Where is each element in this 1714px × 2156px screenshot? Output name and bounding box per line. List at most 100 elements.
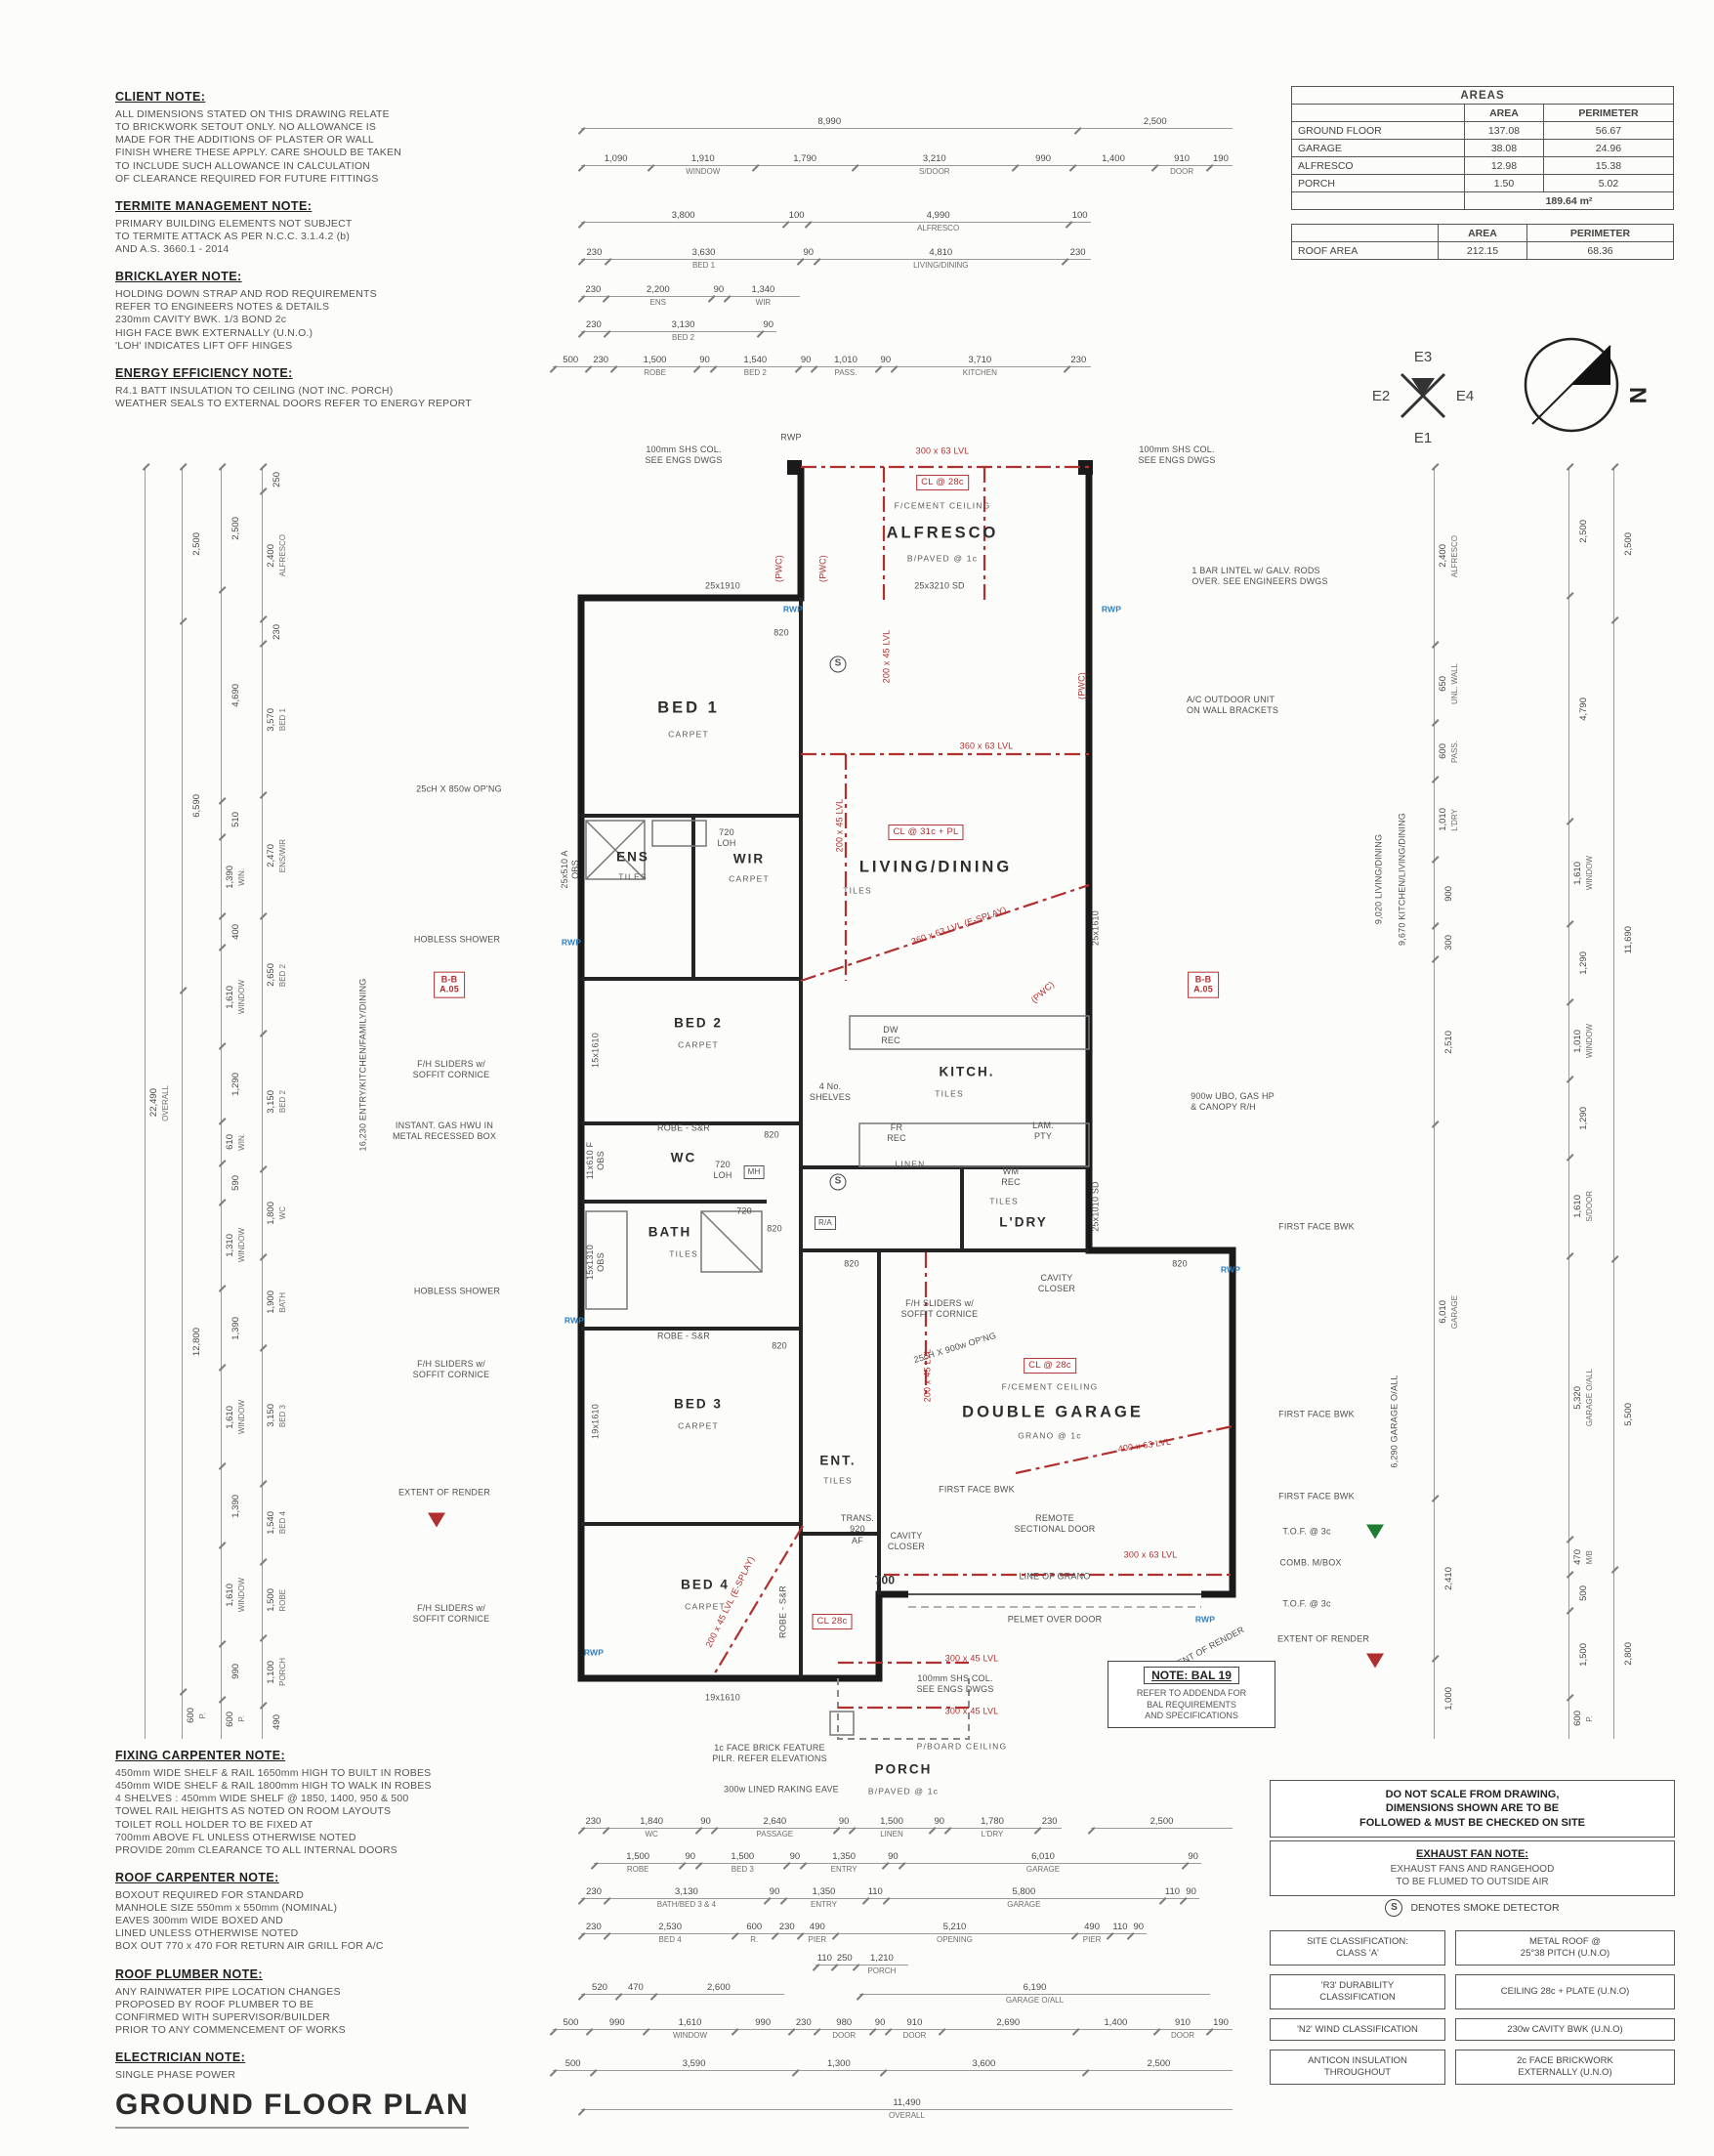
classification-row: 'N2' WIND CLASSIFICATION 230w CAVITY BWK… xyxy=(1270,2017,1675,2042)
plan-annotation: 25cH X 850w OP'NG xyxy=(416,783,502,794)
dim-segment: 250 xyxy=(834,1946,856,1965)
plan-annotation: DW REC xyxy=(881,1024,900,1045)
plan-annotation: S xyxy=(829,1173,847,1191)
note-heading: ELECTRICIAN NOTE: xyxy=(115,2050,246,2064)
do-not-scale-box: DO NOT SCALE FROM DRAWING, DIMENSIONS SH… xyxy=(1270,1780,1675,1838)
note-body: 450mm WIDE SHELF & RAIL 1650mm HIGH TO B… xyxy=(115,1767,432,1856)
dim-segment: 100 xyxy=(785,203,808,222)
areas-total: 189.64 m² xyxy=(1464,191,1674,210)
plan-annotation: BED 2 xyxy=(674,1015,723,1031)
plan-annotation: B-B A.05 xyxy=(1188,971,1219,998)
plan-annotation: 25x1910 xyxy=(705,580,740,591)
exhaust-fan-note-box: EXHAUST FAN NOTE: EXHAUST FANS AND RANGE… xyxy=(1270,1840,1675,1896)
plan-annotation: F/H SLIDERS w/ SOFFIT CORNICE xyxy=(412,1358,490,1379)
plan-annotation: TILES xyxy=(618,871,648,882)
bottom-dim-row-1b: 2,500 xyxy=(1091,1809,1233,1829)
dim-segment: 110 xyxy=(815,1946,834,1965)
dim-segment: 90 xyxy=(698,1809,714,1828)
dim-segment: 520 xyxy=(581,1975,618,1994)
plan-annotation: RWP xyxy=(561,937,582,948)
smoke-detector-text: DENOTES SMOKE DETECTOR xyxy=(1410,1902,1560,1914)
note-heading: CLIENT NOTE: xyxy=(115,90,206,104)
plan-annotation: 4 No. SHELVES xyxy=(809,1080,852,1102)
plan-annotation: EXTENT OF RENDER xyxy=(397,1487,491,1498)
plan-annotation: 9,020 LIVING/DINING xyxy=(1373,833,1384,925)
plan-annotation: 820 xyxy=(1172,1258,1188,1269)
plan-annotation: (PWC) xyxy=(1028,979,1057,1005)
note-block: ROOF PLUMBER NOTE: ANY RAINWATER PIPE LO… xyxy=(115,1967,479,2038)
plan-annotation: ENT. xyxy=(819,1453,857,1468)
plan-annotation: RWP xyxy=(583,1647,605,1658)
plan-annotation: 25x3210 SD xyxy=(914,580,965,591)
dim-segment: 90 xyxy=(800,240,816,259)
plan-annotation: F/H SLIDERS w/ SOFFIT CORNICE xyxy=(412,1602,490,1624)
dim-segment: 2,500 xyxy=(1085,2051,1233,2070)
plan-annotation: ALFRESCO xyxy=(886,524,999,542)
plan-annotation: COMB. M/BOX xyxy=(1279,1557,1342,1568)
dim-segment: 230 xyxy=(588,348,612,366)
plan-annotation: 100mm SHS COL. SEE ENGS DWGS xyxy=(645,444,723,465)
dim-segment: 2,500 xyxy=(1077,109,1233,128)
dim-segment: 500 xyxy=(553,348,588,366)
classification-cell: SITE CLASSIFICATION: CLASS 'A' xyxy=(1270,1930,1445,1966)
plan-annotation: 9,670 KITCHEN/LIVING/DINING xyxy=(1397,813,1407,946)
dim-segment: 230 xyxy=(1066,348,1091,366)
dim-segment: 90 xyxy=(932,1809,947,1828)
dim-segment: 3,800 xyxy=(581,203,785,222)
plan-annotation: 1c FACE BRICK FEATURE PILR. REFER ELEVAT… xyxy=(712,1742,827,1763)
plan-annotation: KITCH. xyxy=(939,1064,995,1079)
dim-segment: 3,590 xyxy=(593,2051,795,2070)
note-heading: FIXING CARPENTER NOTE: xyxy=(115,1749,286,1762)
plan-annotation: CARPET xyxy=(729,873,770,884)
dim-segment: 90 xyxy=(798,348,814,366)
dim-segment: 230 xyxy=(1037,1809,1062,1828)
plan-annotation: F/CEMENT CEILING xyxy=(1001,1381,1099,1392)
svg-text:E4: E4 xyxy=(1456,388,1474,404)
dim-segment: 90 xyxy=(696,348,712,366)
plan-annotation: 6,290 GARAGE O/ALL xyxy=(1389,1374,1400,1468)
classification-cell: METAL ROOF @ 25°38 PITCH (U.N.O) xyxy=(1455,1930,1675,1966)
plan-annotation: L'DRY xyxy=(999,1214,1048,1230)
notes-column-top: CLIENT NOTE: ALL DIMENSIONS STATED ON TH… xyxy=(115,90,479,424)
plan-annotation: CL 28c xyxy=(812,1614,853,1629)
dim-segment: 190 xyxy=(1209,147,1233,165)
plan-annotation: 900w UBO, GAS HP & CANOPY R/H xyxy=(1191,1090,1275,1112)
plan-annotation: RWP xyxy=(1101,604,1122,614)
plan-annotation: 820 xyxy=(767,1223,782,1234)
plan-annotation: 25x1010 SD xyxy=(1090,1181,1101,1232)
note-heading: BRICKLAYER NOTE: xyxy=(115,270,242,284)
plan-annotation: 200 x 45 LVL xyxy=(922,1348,933,1403)
classification-cell: 'R3' DURABILITY CLASSIFICATION xyxy=(1270,1973,1445,2009)
plan-annotation: TILES xyxy=(843,885,872,896)
plan-annotation: F/H SLIDERS w/ SOFFIT CORNICE xyxy=(412,1058,490,1079)
plan-annotation: FIRST FACE BWK xyxy=(1278,1491,1355,1501)
plan-annotation: 820 xyxy=(844,1258,859,1269)
plan-annotation: BED 1 xyxy=(657,698,720,717)
plan-annotation: BED 3 xyxy=(674,1396,723,1412)
dim-segment: 1,790 xyxy=(755,147,855,165)
note-block: ENERGY EFFICIENCY NOTE: R4.1 BATT INSULA… xyxy=(115,366,479,410)
plan-annotation: 300 x 45 LVL xyxy=(944,1706,999,1716)
plan-annotation: 15x1610 xyxy=(590,1033,601,1068)
